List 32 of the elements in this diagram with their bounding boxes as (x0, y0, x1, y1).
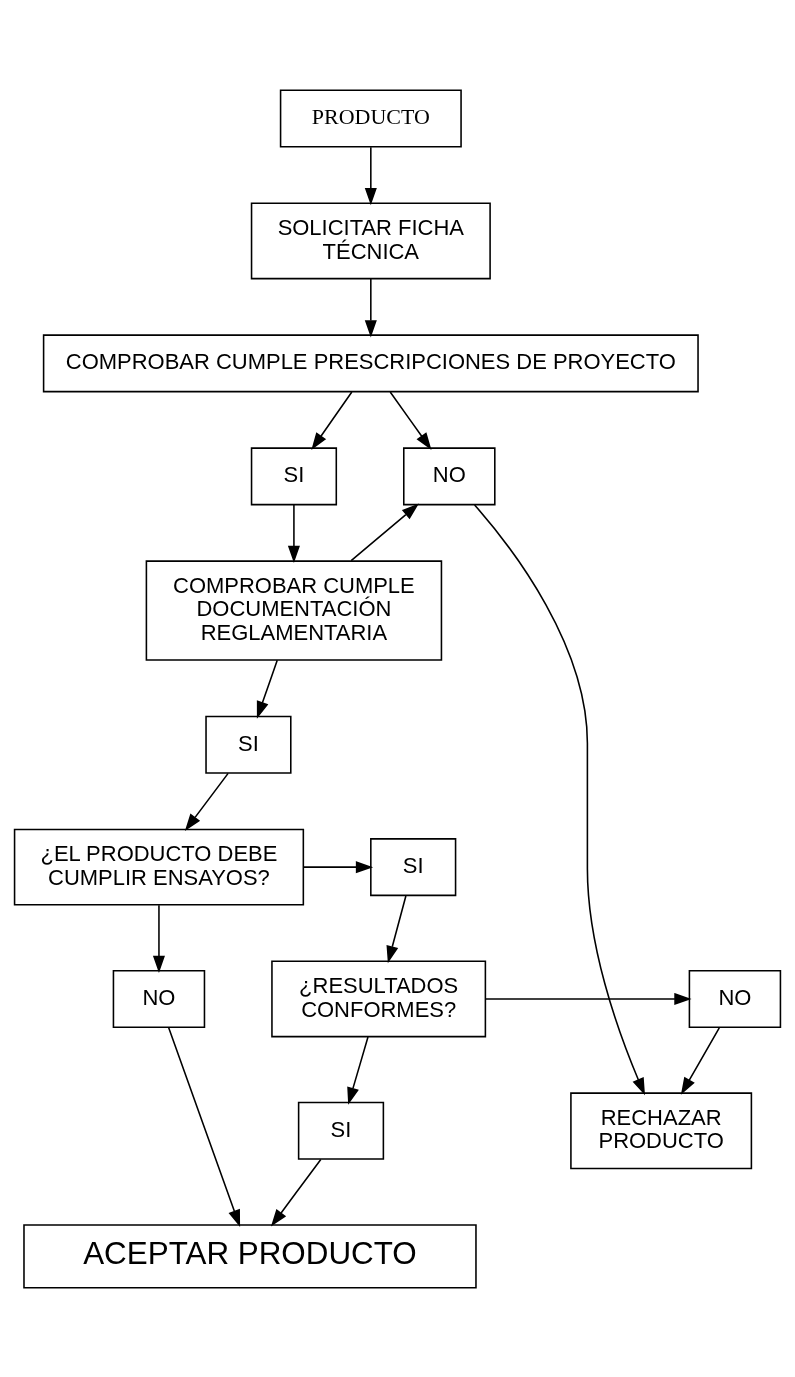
node-box: COMPROBAR CUMPLE DOCUMENTACIÓN REGLAMENTARIA (145, 559, 443, 661)
arrow (389, 390, 432, 450)
arrow (386, 894, 407, 963)
node-box: ¿EL PRODUCTO DEBE CUMPLIR ENSAYOS? (13, 828, 305, 906)
node-box: SI (297, 1101, 385, 1160)
node-box: PRODUCTO (279, 89, 462, 148)
arrow (152, 903, 165, 973)
node-box: RECHAZAR PRODUCTO (570, 1091, 753, 1169)
node-box: SOLICITAR FICHA TÉCNICA (250, 202, 491, 279)
arrow (485, 992, 692, 1005)
arrow (302, 860, 374, 873)
arrow (364, 145, 377, 205)
node-box: NO (688, 969, 782, 1028)
arrow (270, 1158, 322, 1227)
node-box: COMPROBAR CUMPLE PRESCRIPCIONES DE PROYECTO (42, 333, 699, 392)
arrow (350, 503, 419, 561)
arrow (680, 1026, 721, 1095)
arrow (473, 503, 645, 1095)
node-box: ¿RESULTADOS CONFORMES? (271, 960, 487, 1037)
arrow (167, 1025, 241, 1227)
node-box: SI (370, 837, 457, 896)
node-box: NO (403, 446, 496, 505)
node-box: SI (250, 446, 338, 505)
arrow (311, 390, 353, 450)
arrow (184, 772, 229, 831)
arrow (256, 658, 279, 719)
arrow (364, 277, 377, 337)
arrow (347, 1035, 369, 1105)
node-box: ACEPTAR PRODUCTO (23, 1223, 477, 1288)
node-box: NO (112, 969, 206, 1028)
arrow (287, 503, 300, 563)
node-box: SI (205, 715, 292, 774)
